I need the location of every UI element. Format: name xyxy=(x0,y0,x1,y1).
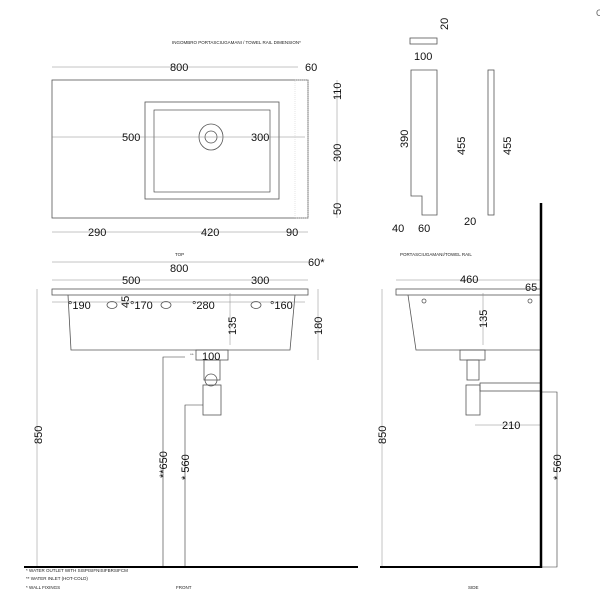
dim-rail-offset: 60 xyxy=(305,62,317,74)
dim-front-basin-depth: 135 xyxy=(227,317,239,335)
towel-rail-view: 20 100 390 455 40 60 455 20 PORTASCIUGAM… xyxy=(392,18,514,257)
dim-hole-4: °160 xyxy=(270,300,293,312)
dim-front-margin: 50 xyxy=(332,203,344,215)
front-slab xyxy=(51,288,309,296)
dim-trap-offset: 210 xyxy=(502,420,520,432)
dim-rail-bottom-width: 60 xyxy=(418,223,430,235)
dim-side-outlet-height: * 560 xyxy=(552,454,564,480)
dim-inlet-height: **650 xyxy=(158,451,170,478)
fixing-hole xyxy=(106,301,118,309)
dim-drain-to-right: 300 xyxy=(251,132,269,144)
towel-rail-label: PORTASCIUGAMANI/TOWEL RAIL xyxy=(400,252,472,257)
dim-right-margin: 90 xyxy=(286,227,298,239)
top-view: INGOMBRO PORTASCIUGAMANI / TOWEL RAIL DI… xyxy=(51,40,344,257)
dim-side-depth: 460 xyxy=(460,274,478,286)
top-view-label: TOP xyxy=(175,252,184,257)
dim-outlet-height: * 560 xyxy=(180,454,192,480)
inlet-marks: °° xyxy=(190,353,194,358)
washbasin-top-outline xyxy=(51,79,309,219)
dim-width: 800 xyxy=(170,62,188,74)
dim-hole-2: °170 xyxy=(130,300,153,312)
front-view-label: FRONT xyxy=(176,585,192,590)
dim-front-height: 850 xyxy=(33,426,45,444)
rail-profile xyxy=(410,69,438,216)
dim-side-height: 850 xyxy=(377,426,389,444)
dim-left-to-drain: 500 xyxy=(122,132,140,144)
note-wall-fixings: * WALL FIXINGS xyxy=(26,585,60,590)
dim-hole-height: 45 xyxy=(120,296,132,308)
dim-total-depth: 180 xyxy=(313,317,325,335)
towel-rail-note: INGOMBRO PORTASCIUGAMANI / TOWEL RAIL DI… xyxy=(172,40,301,45)
basin-inner xyxy=(153,109,271,193)
note-water-outlet: * WATER OUTLET WITH SISPISIFNISIFBRSIFCM xyxy=(26,568,128,573)
front-view: 800 60* 500 300 °190 45 °170 °280 °160 1… xyxy=(24,257,358,590)
fixing-hole xyxy=(250,301,262,309)
dim-bar-width: 20 xyxy=(464,216,476,228)
basin-outline xyxy=(144,101,280,200)
dim-inlet-spacing: 100 xyxy=(202,351,220,363)
rail-bar xyxy=(487,69,495,216)
dim-rail-bottom-left: 40 xyxy=(392,223,404,235)
dim-front-width: 800 xyxy=(170,263,188,275)
notes: * WATER OUTLET WITH SISPISIFNISIFBRSIFCM… xyxy=(26,568,128,590)
dim-rail-thickness: 20 xyxy=(439,18,451,30)
dim-basin-width: 420 xyxy=(201,227,219,239)
dim-front-left: 500 xyxy=(122,275,140,287)
drain-pipe xyxy=(479,382,542,392)
dim-hole-1: °190 xyxy=(68,300,91,312)
dim-back-margin: 110 xyxy=(332,82,344,100)
dim-wall-gap: 65 xyxy=(525,282,537,294)
dim-left-margin: 290 xyxy=(88,227,106,239)
dim-basin-depth: 300 xyxy=(332,144,344,162)
corner-char: C xyxy=(596,8,600,18)
dim-rail-height: 455 xyxy=(456,137,468,155)
dim-side-basin-depth: 135 xyxy=(478,310,490,328)
note-water-inlet: ** WATER INLET (HOT-COLD) xyxy=(26,576,88,581)
side-siphon xyxy=(465,384,481,416)
dim-rail-depth: 100 xyxy=(414,51,432,63)
fixing-hole xyxy=(160,301,172,309)
siphon xyxy=(202,384,222,416)
dim-front-rail-offset: 60* xyxy=(308,257,325,269)
dim-rail-inner-height: 390 xyxy=(399,130,411,148)
side-slab xyxy=(395,288,542,296)
dim-hole-3: °280 xyxy=(192,300,215,312)
side-view: 460 65 135 210 850 * 560 SIDE xyxy=(377,203,564,590)
side-view-label: SIDE xyxy=(468,585,479,590)
dim-front-right: 300 xyxy=(251,275,269,287)
dim-bar-height: 455 xyxy=(502,137,514,155)
front-bowl xyxy=(67,294,296,351)
